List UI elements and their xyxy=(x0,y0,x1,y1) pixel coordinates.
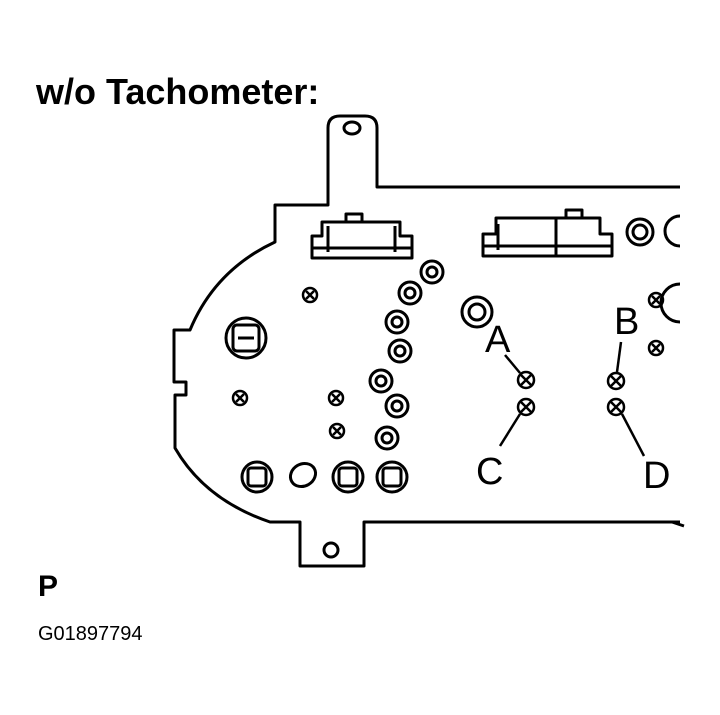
indicator-socket-column xyxy=(368,259,445,451)
terminal-b xyxy=(606,371,626,391)
bulb-socket xyxy=(375,460,409,494)
mounting-hole-bottom xyxy=(322,541,340,559)
bulb-socket-partial xyxy=(663,214,681,248)
bulb-socket-partial xyxy=(659,282,681,324)
cluster-board-outline xyxy=(172,114,680,568)
callout-d: D xyxy=(643,455,670,497)
mounting-hole-top xyxy=(342,120,362,136)
board-right-edge-tick xyxy=(671,520,685,528)
pin-label: P xyxy=(38,570,58,603)
callout-c: C xyxy=(476,451,503,493)
leader-line-d xyxy=(620,413,646,457)
screw-terminal xyxy=(231,286,665,440)
bulb-socket xyxy=(460,295,494,329)
leader-line-b xyxy=(615,341,623,373)
diagram-title: w/o Tachometer: xyxy=(35,71,319,112)
terminal-c xyxy=(516,397,536,417)
terminal-a xyxy=(516,370,536,390)
bulb-socket-oval xyxy=(288,461,318,489)
terminal-d xyxy=(606,397,626,417)
bulb-socket xyxy=(625,217,655,247)
leader-line-c xyxy=(498,413,522,447)
callout-a: A xyxy=(485,319,511,361)
bulb-socket xyxy=(240,460,274,494)
bulb-socket xyxy=(224,316,268,360)
connector-left xyxy=(310,212,414,260)
connector-right xyxy=(481,208,614,258)
figure-code: G01897794 xyxy=(38,623,143,645)
leader-line-a xyxy=(504,354,521,374)
callout-b: B xyxy=(614,301,639,343)
bulb-socket xyxy=(331,460,365,494)
